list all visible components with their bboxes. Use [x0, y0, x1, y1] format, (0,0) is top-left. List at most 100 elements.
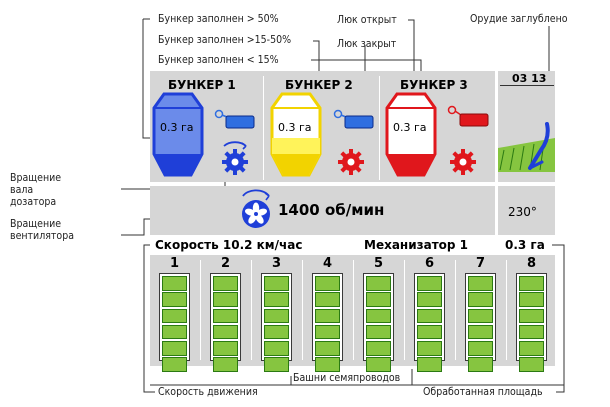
speed-readout: Скорость 10.2 км/час: [155, 238, 303, 252]
seed-tower-column: [159, 273, 190, 372]
seed-flow-segment: [468, 324, 493, 340]
tower-divider: [251, 260, 252, 360]
seed-tower-6[interactable]: 6: [408, 256, 451, 372]
bunker-1-tank[interactable]: [150, 91, 206, 179]
seed-tower-2[interactable]: 2: [204, 256, 247, 372]
callout-speed: Скорость движения: [158, 386, 258, 398]
hatch-closed-icon: [213, 106, 257, 136]
seed-flow-segment: [366, 292, 391, 307]
seed-flow-segment: [468, 357, 493, 372]
seed-flow-segment: [162, 276, 187, 291]
seed-tower-number: 5: [373, 256, 384, 271]
bunker-3-tank[interactable]: [383, 91, 439, 179]
implement-time: 03 13: [512, 72, 547, 85]
seed-flow-segment: [366, 308, 391, 324]
seed-flow-segment: [315, 357, 340, 372]
seed-flow-segment: [417, 324, 442, 340]
callout-hatch-closed: Люк закрыт: [337, 38, 397, 50]
dosing-gear-icon: [449, 148, 477, 180]
implement-time-rule: [500, 85, 554, 86]
tower-divider: [200, 260, 201, 360]
implement-angle: 230°: [508, 205, 537, 219]
seed-flow-segment: [468, 341, 493, 356]
seed-flow-segment: [417, 276, 442, 291]
seed-tower-1[interactable]: 1: [153, 256, 196, 372]
seed-tower-number: 7: [475, 256, 486, 271]
seed-tower-number: 2: [220, 256, 231, 271]
seed-tower-number: 8: [526, 256, 537, 271]
seed-flow-segment: [213, 341, 238, 356]
seed-flow-segment: [468, 292, 493, 307]
callout-hatch-open: Люк открыт: [337, 14, 397, 26]
seed-flow-segment: [264, 357, 289, 372]
seed-flow-segment: [213, 292, 238, 307]
seed-flow-segment: [264, 308, 289, 324]
callout-seed-towers: Башни семяпроводов: [293, 372, 401, 384]
operator-name: Механизатор 1: [364, 238, 469, 252]
callout-bunker-full-lt15: Бункер заполнен < 15%: [158, 54, 279, 66]
seed-flow-segment: [162, 341, 187, 356]
fan-rotation-icon: [236, 187, 276, 235]
seed-tower-number: 3: [271, 256, 282, 271]
seed-tower-4[interactable]: 4: [306, 256, 349, 372]
seed-flow-segment: [213, 308, 238, 324]
hatch-open-icon: [446, 102, 492, 134]
seed-flow-segment: [162, 357, 187, 372]
seed-flow-segment: [366, 357, 391, 372]
fan-panel: [150, 186, 495, 235]
seed-tower-7[interactable]: 7: [459, 256, 502, 372]
seed-flow-segment: [417, 341, 442, 356]
seed-flow-segment: [264, 276, 289, 291]
bunker-2-area: 0.3 га: [278, 121, 312, 134]
seed-flow-segment: [417, 308, 442, 324]
angle-panel: [498, 186, 555, 235]
seed-flow-segment: [519, 308, 544, 324]
seed-tower-column: [516, 273, 547, 372]
seed-flow-segment: [264, 292, 289, 307]
callout-bunker-full-15-50: Бункер заполнен >15-50%: [158, 34, 292, 46]
seed-flow-segment: [366, 341, 391, 356]
panel-divider: [379, 76, 380, 180]
bunker-3-area: 0.3 га: [393, 121, 427, 134]
seed-tower-number: 6: [424, 256, 435, 271]
seed-tower-column: [312, 273, 343, 372]
seed-flow-segment: [315, 292, 340, 307]
seed-tower-column: [363, 273, 394, 372]
dosing-shaft-rotation-icon: [219, 137, 251, 181]
bunker-3-title: БУНКЕР 3: [400, 78, 468, 92]
panel-divider: [263, 76, 264, 180]
seed-flow-segment: [213, 276, 238, 291]
callout-processed-area: Обработанная площадь: [423, 386, 543, 398]
seed-flow-segment: [519, 357, 544, 372]
seed-flow-segment: [417, 292, 442, 307]
tower-divider: [455, 260, 456, 360]
dosing-gear-icon: [337, 148, 365, 180]
seed-flow-segment: [162, 308, 187, 324]
seed-flow-segment: [264, 324, 289, 340]
seed-flow-segment: [264, 341, 289, 356]
seed-flow-segment: [417, 357, 442, 372]
seed-flow-segment: [213, 324, 238, 340]
seed-tower-number: 1: [169, 256, 180, 271]
tower-divider: [353, 260, 354, 360]
seed-tower-column: [261, 273, 292, 372]
callout-fan-rotation: Вращение вентилятора: [10, 218, 74, 242]
seed-tower-5[interactable]: 5: [357, 256, 400, 372]
processed-area-readout: 0.3 га: [505, 238, 545, 252]
seed-flow-segment: [315, 276, 340, 291]
seed-flow-segment: [519, 292, 544, 307]
bunker-2-tank[interactable]: [268, 91, 324, 179]
seed-tower-3[interactable]: 3: [255, 256, 298, 372]
bunker-panel: [150, 71, 495, 182]
tower-divider: [404, 260, 405, 360]
seed-tower-column: [465, 273, 496, 372]
seed-tower-8[interactable]: 8: [510, 256, 553, 372]
callout-dosing-shaft-rotation: Вращение вала дозатора: [10, 172, 62, 208]
seed-tower-number: 4: [322, 256, 333, 271]
seed-flow-segment: [315, 341, 340, 356]
seed-flow-segment: [315, 324, 340, 340]
callout-implement-lowered: Орудие заглублено: [470, 13, 568, 25]
bunker-1-area: 0.3 га: [160, 121, 194, 134]
implement-lowered-icon: [498, 120, 555, 184]
